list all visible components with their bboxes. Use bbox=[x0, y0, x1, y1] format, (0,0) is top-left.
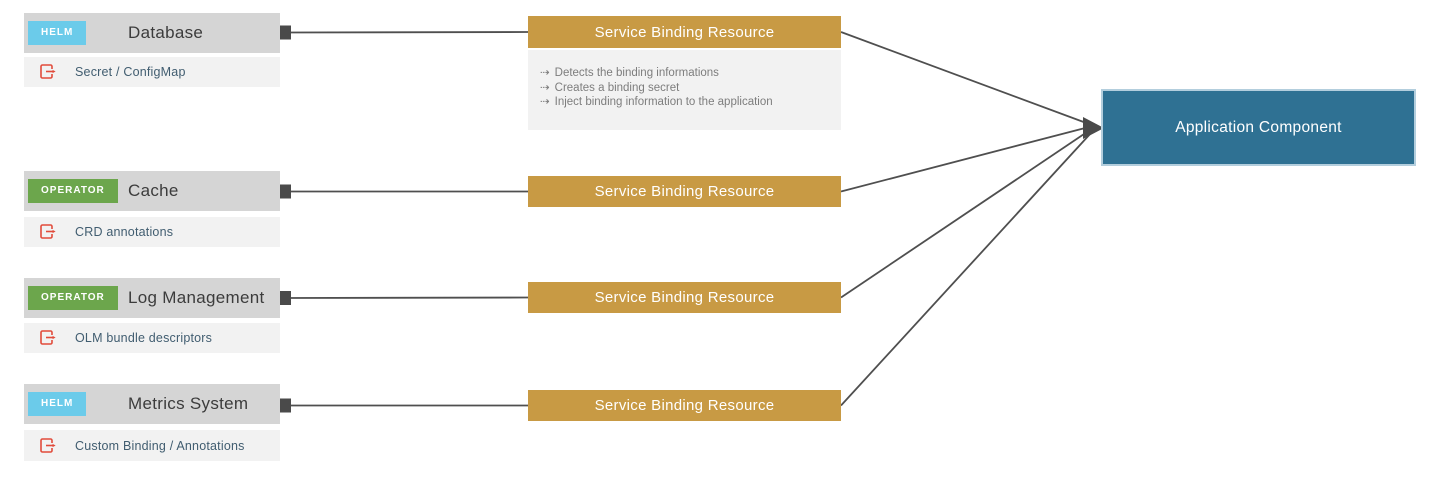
binding-resource-node-2: Service Binding Resource bbox=[528, 176, 841, 207]
application-component-node: Application Component bbox=[1101, 89, 1416, 166]
export-arrow-icon bbox=[40, 437, 56, 453]
binding-resource-node-1: Service Binding Resource bbox=[528, 16, 841, 48]
binding-resource-node-4: Service Binding Resource bbox=[528, 390, 841, 421]
helm-badge: HELM bbox=[28, 21, 87, 45]
service-name: Log Management bbox=[128, 288, 265, 307]
dashed-arrow-icon: ⇢ bbox=[540, 81, 550, 94]
note-text: Creates a binding secret bbox=[554, 81, 680, 94]
wire-logmgmt-to-binding bbox=[283, 296, 529, 299]
service-node-log-management: OPERATOR Log Management bbox=[24, 278, 280, 318]
service-node-metrics-system: HELM Metrics System bbox=[24, 384, 280, 424]
operator-badge: OPERATOR bbox=[28, 179, 118, 203]
note-item: ⇢ Creates a binding secret bbox=[540, 81, 841, 96]
wire-database-to-binding bbox=[283, 31, 529, 34]
note-text: Inject binding information to the applic… bbox=[554, 96, 773, 108]
service-name: Database bbox=[128, 23, 204, 42]
wire-binding4-to-app bbox=[840, 132, 1092, 407]
service-artifact-cache: CRD annotations bbox=[24, 217, 280, 247]
wire-binding3-to-app bbox=[840, 129, 1091, 299]
artifact-label: CRD annotations bbox=[75, 225, 174, 239]
wire-binding2-to-app bbox=[840, 126, 1090, 193]
artifact-label: OLM bundle descriptors bbox=[75, 331, 213, 345]
note-item: ⇢ Inject binding information to the appli… bbox=[540, 95, 841, 110]
service-artifact-database: Secret / ConfigMap bbox=[24, 57, 280, 87]
export-arrow-icon bbox=[40, 330, 56, 345]
binding-resource-node-3: Service Binding Resource bbox=[528, 282, 841, 313]
service-artifact-log-management: OLM bundle descriptors bbox=[24, 323, 280, 353]
service-name: Metrics System bbox=[128, 394, 249, 413]
dashed-arrow-icon: ⇢ bbox=[540, 67, 550, 79]
export-arrow-icon bbox=[40, 224, 56, 239]
wire-binding1-to-app bbox=[840, 31, 1090, 125]
artifact-label: Secret / ConfigMap bbox=[75, 65, 186, 79]
service-name: Cache bbox=[128, 181, 179, 200]
note-text: Detects the binding informations bbox=[554, 67, 719, 79]
dashed-arrow-icon: ⇢ bbox=[540, 96, 550, 108]
operator-badge: OPERATOR bbox=[28, 286, 118, 310]
service-node-cache: OPERATOR Cache bbox=[24, 171, 280, 211]
note-item: ⇢ Detects the binding informations bbox=[540, 66, 841, 81]
service-artifact-metrics-system: Custom Binding / Annotations bbox=[24, 430, 280, 461]
artifact-label: Custom Binding / Annotations bbox=[75, 438, 245, 453]
export-arrow-icon bbox=[40, 64, 56, 79]
binding-resource-notes: ⇢ Detects the binding informations ⇢ Creat… bbox=[528, 50, 841, 130]
helm-badge: HELM bbox=[28, 392, 87, 416]
service-node-database: HELM Database bbox=[24, 13, 280, 53]
